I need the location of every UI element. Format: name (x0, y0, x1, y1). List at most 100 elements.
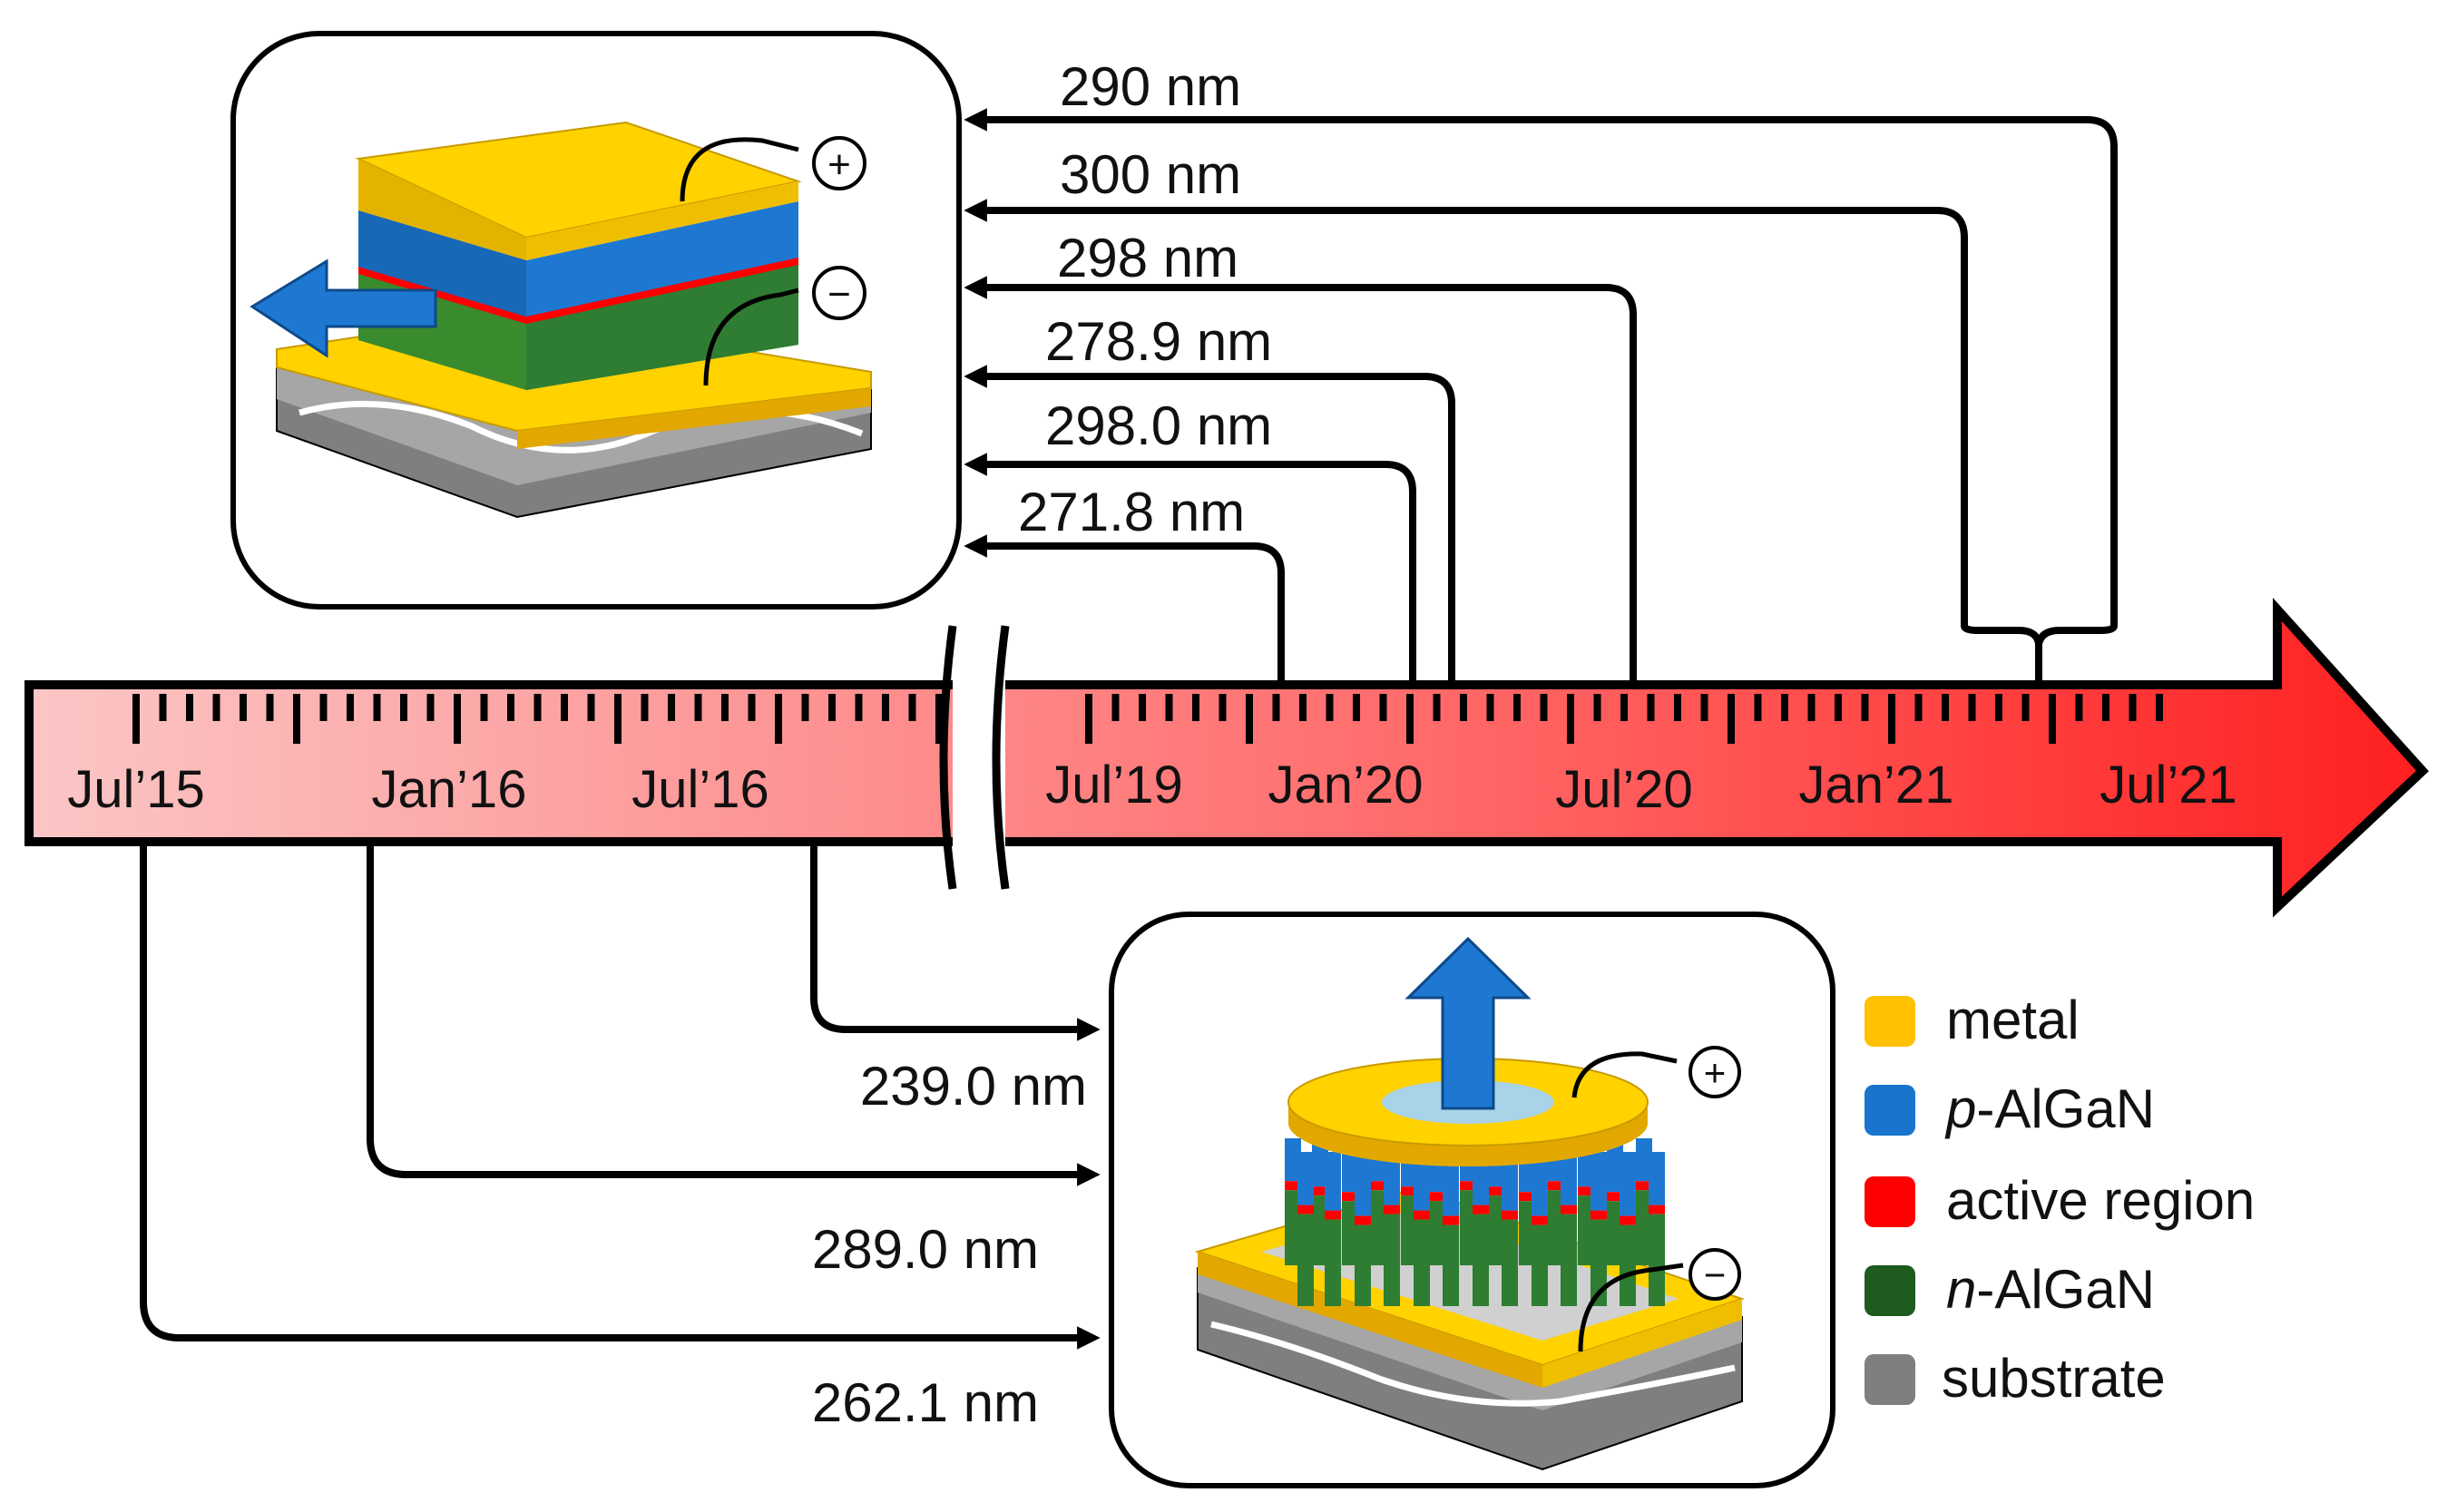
legend-label-n-algan: n-AlGaN (1946, 1259, 2155, 1320)
wavelength-239-0: 239.0 nm (860, 1056, 1087, 1117)
nanowire (1636, 1138, 1652, 1182)
nanowire (1591, 1210, 1607, 1220)
nanowire (1532, 1215, 1548, 1225)
nanowire (1384, 1205, 1400, 1214)
nanowire-minus-terminal (1688, 1248, 1741, 1301)
wavelength-300: 300 nm (1060, 144, 1241, 205)
nanowire (1532, 1224, 1548, 1306)
nanowire-minus-symbol: − (1704, 1253, 1727, 1296)
connector-290 (964, 108, 2118, 626)
nanowire (1443, 1152, 1459, 1216)
nanowire (1312, 1195, 1328, 1265)
tick-label-jan21: Jan’21 (1799, 756, 1954, 815)
nanowire (1502, 1210, 1518, 1220)
nanowire (1371, 1181, 1387, 1191)
nanowire (1342, 1201, 1358, 1265)
nanowire (1489, 1186, 1505, 1196)
upper-connectors (964, 108, 2118, 682)
legend-swatch-substrate (1865, 1354, 1915, 1405)
nanowire (1548, 1181, 1564, 1191)
legend-label-active-region: active region (1946, 1170, 2255, 1231)
tick-label-jul15: Jul’15 (67, 760, 205, 819)
nanowire (1297, 1214, 1314, 1306)
nanowire (1430, 1201, 1446, 1265)
legend: metal p-AlGaN active region n-AlGaN subs… (1865, 990, 2255, 1409)
connector-bracket (1961, 624, 2118, 682)
nanowire-led-panel: + − (1109, 912, 1835, 1488)
nanowire (1460, 1190, 1476, 1265)
nanowire (1591, 1152, 1607, 1211)
nanowire (1414, 1210, 1430, 1220)
wavelength-298: 298 nm (1057, 228, 1238, 288)
nanowire (1285, 1138, 1301, 1182)
planar-led-panel: + − (230, 31, 962, 610)
nanowire (1414, 1219, 1430, 1306)
planar-minus-symbol: − (827, 272, 851, 317)
wavelength-298-0: 298.0 nm (1045, 395, 1272, 456)
nanowire (1561, 1214, 1577, 1306)
nanowire (1384, 1214, 1400, 1306)
nanowire (1620, 1152, 1636, 1216)
nanowire (1312, 1138, 1328, 1187)
connector-298-0 (964, 453, 1416, 682)
nanowire (1443, 1215, 1459, 1225)
nanowire (1636, 1181, 1652, 1191)
nanowire (1519, 1192, 1535, 1202)
nanowire (1325, 1210, 1341, 1220)
connector-271-8 (964, 534, 1285, 682)
legend-swatch-p-algan (1865, 1085, 1915, 1136)
timeline-arrow (24, 597, 2429, 918)
planar-active-layer (358, 256, 798, 324)
connector-262-1 (140, 844, 1101, 1350)
wavelength-289-0: 289.0 nm (812, 1219, 1039, 1280)
connector-289-0 (367, 844, 1101, 1186)
nanowire-plus-symbol: + (1704, 1051, 1727, 1094)
nanowire (1414, 1152, 1430, 1211)
tick-labels: Jul’15 Jan’16 Jul’16 Jul’19 Jan’20 Jul’2… (67, 756, 2237, 819)
nanowire (1636, 1190, 1652, 1265)
legend-label-substrate: substrate (1942, 1348, 2166, 1409)
legend-swatch-metal (1865, 996, 1915, 1047)
nanowire (1548, 1190, 1564, 1265)
upper-wavelength-labels: 290 nm 300 nm 298 nm 278.9 nm 298.0 nm 2… (1018, 56, 1272, 542)
tick-label-jan16: Jan’16 (372, 760, 527, 819)
lower-connectors (140, 844, 1101, 1350)
nanowire (1502, 1219, 1518, 1306)
nanowire (1620, 1224, 1636, 1306)
connector-239-0 (810, 844, 1101, 1041)
nanowire (1285, 1181, 1301, 1191)
nanowire (1519, 1201, 1535, 1265)
nanowire (1502, 1152, 1518, 1211)
connector-300-main (964, 199, 1968, 626)
connector-278-9 (964, 365, 1455, 682)
nanowire (1297, 1152, 1314, 1205)
nanowire (1649, 1214, 1665, 1306)
nanowire (1297, 1205, 1314, 1214)
timeline-break (939, 625, 1010, 898)
timeline-ticks (132, 694, 2163, 744)
nanowire (1325, 1152, 1341, 1211)
tick-label-jul21: Jul’21 (2100, 756, 2237, 815)
nanowire (1312, 1186, 1328, 1196)
nanowire (1384, 1152, 1400, 1205)
tick-label-jul19: Jul’19 (1045, 756, 1183, 815)
nanowire (1649, 1152, 1665, 1205)
nanowire (1443, 1224, 1459, 1306)
nanowire (1473, 1214, 1489, 1306)
legend-label-metal: metal (1946, 990, 2080, 1050)
nanowire (1607, 1192, 1623, 1202)
legend-swatch-active-region (1865, 1176, 1915, 1227)
planar-plus-terminal (812, 136, 866, 190)
nanowire (1401, 1195, 1417, 1265)
nanowire (1473, 1205, 1489, 1214)
nanowire (1325, 1219, 1341, 1306)
legend-label-p-algan: p-AlGaN (1944, 1078, 2155, 1139)
nanowire (1342, 1192, 1358, 1202)
nanowire (1285, 1190, 1301, 1265)
nanowire (1561, 1205, 1577, 1214)
nanowire (1620, 1215, 1636, 1225)
nanowire (1355, 1152, 1371, 1216)
nanowire (1401, 1186, 1417, 1196)
